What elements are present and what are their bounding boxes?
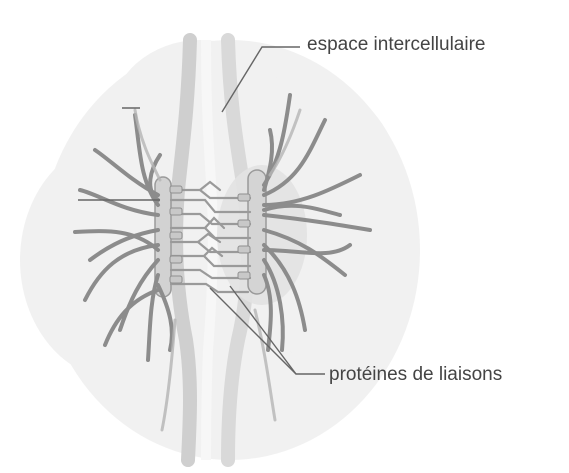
label-intercellular-space: espace intercellulaire	[307, 34, 486, 56]
label-linker-proteins: protéines de liaisons	[329, 364, 502, 386]
